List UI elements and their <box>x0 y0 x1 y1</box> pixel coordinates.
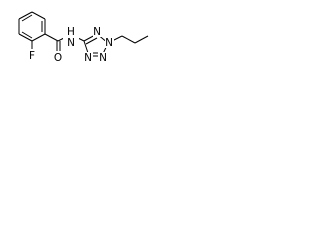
atom-amide-n: N <box>67 37 75 49</box>
atom-fluorine: F <box>29 50 35 62</box>
bond-propyl-3 <box>134 35 149 44</box>
atom-amide-h: H <box>67 26 75 38</box>
bond-ring-inner-3 <box>21 31 33 39</box>
benzene-ring <box>18 11 46 42</box>
bond-ring-c4-c5 <box>18 33 33 42</box>
atom-tetrazole-n2: N <box>105 37 113 49</box>
bond-tz-c-n1-double <box>85 37 98 45</box>
bond-ring-c3-c4 <box>31 33 46 42</box>
bond-ring-carbonyl <box>44 33 59 42</box>
atom-carbonyl-oxygen: O <box>54 52 62 64</box>
bond-propyl-2 <box>121 35 136 44</box>
bond-ring-inner-1 <box>21 14 33 22</box>
bond-ring-c6-c1 <box>18 11 33 20</box>
atom-tetrazole-n4: N <box>84 52 92 64</box>
atom-tetrazole-n1: N <box>93 26 101 38</box>
atom-tetrazole-n3: N <box>99 52 107 64</box>
atom-labels: F O H N N N N N <box>27 26 114 64</box>
bond-ring-c1-c2 <box>31 11 46 20</box>
molecule-structure-diagram: F O H N N N N N <box>18 11 149 64</box>
